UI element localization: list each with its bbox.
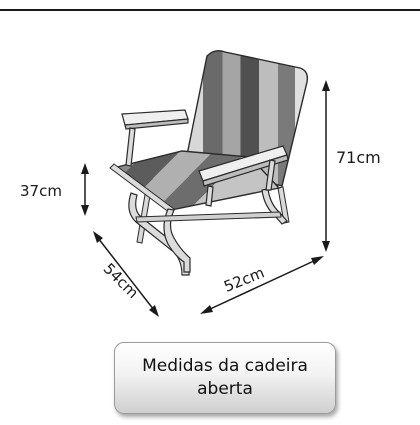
seat-height-dimension-arrow [81, 163, 89, 216]
depth-dimension-arrow [93, 231, 159, 317]
height-dimension-arrow [322, 80, 330, 252]
seat-height-dimension-label: 37cm [20, 182, 62, 200]
chair-left-armrest [121, 109, 189, 167]
top-rule [0, 9, 420, 11]
chair-seat-front-bar [109, 163, 175, 214]
chair-cross-bar [135, 211, 282, 223]
width-dimension-arrow [200, 256, 324, 314]
height-dimension-label: 71cm [336, 148, 381, 167]
chair-right-armrest [198, 145, 289, 207]
caption-text: Medidas da cadeira aberta [142, 356, 308, 399]
caption-box: Medidas da cadeira aberta [114, 342, 336, 414]
